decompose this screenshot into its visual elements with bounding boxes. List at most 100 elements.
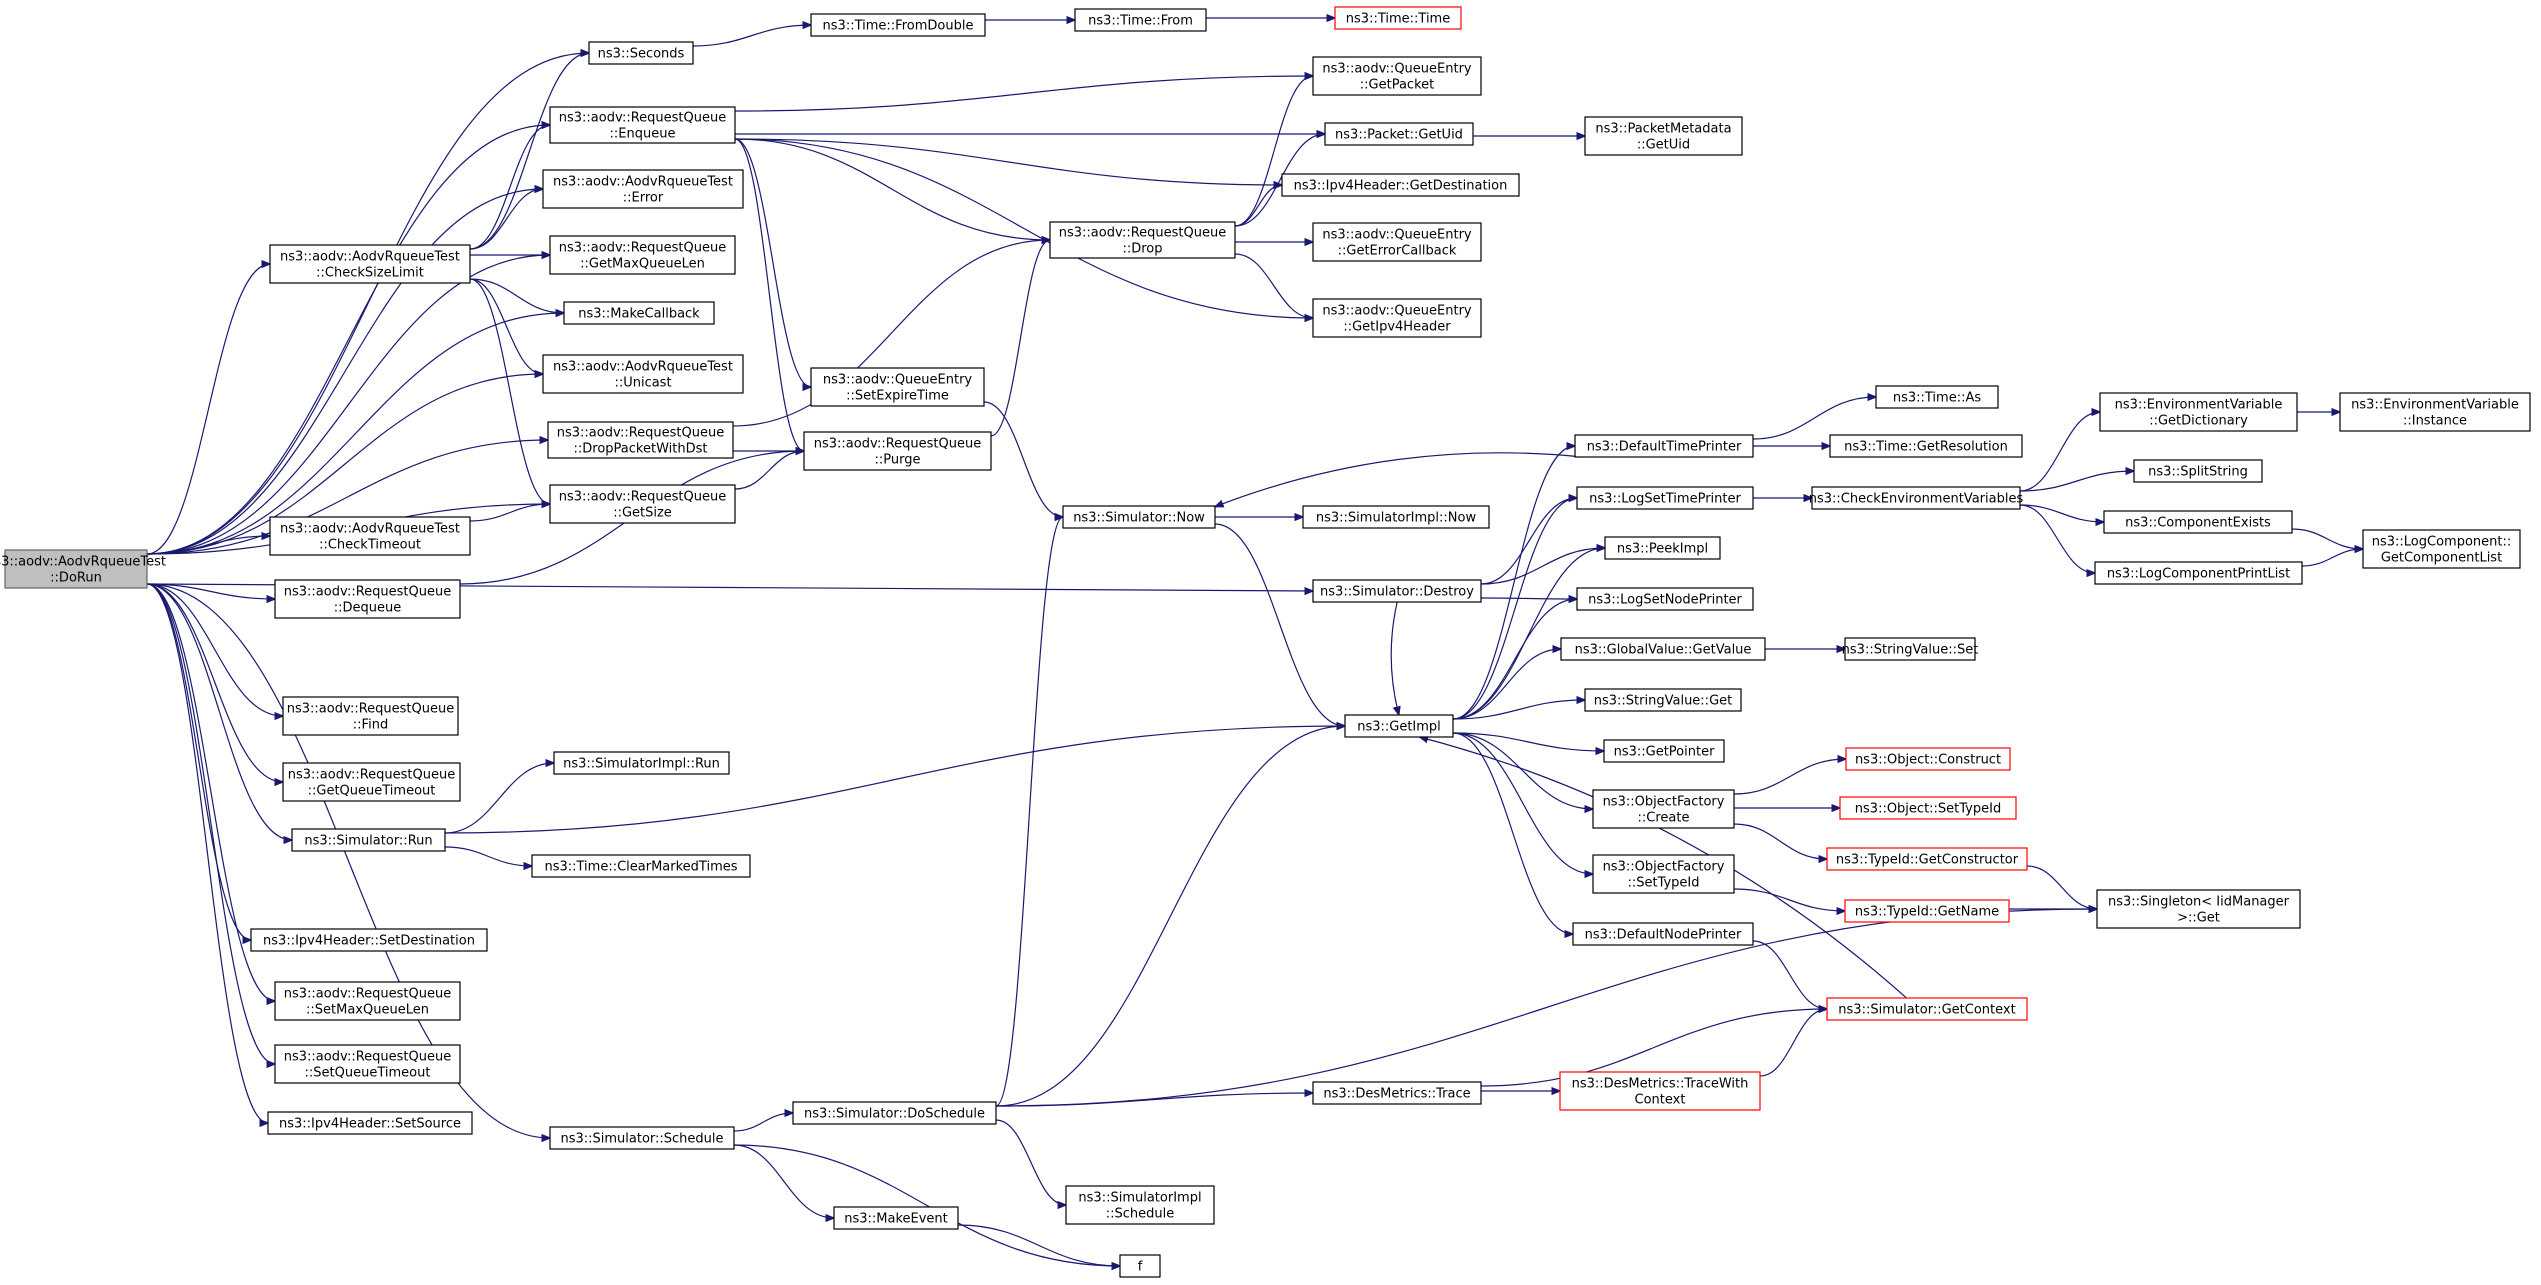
function-node-typeid_getname[interactable]: ns3::TypeId::GetName: [1844, 899, 2010, 923]
node-box: [549, 1126, 735, 1150]
node-label: ns3::LogSetNodePrinter: [1588, 593, 1742, 608]
function-node-desmetrics_trace[interactable]: ns3::DesMetrics::Trace: [1312, 1081, 1482, 1105]
node-label: GetComponentList: [2381, 551, 2502, 566]
function-node-timefrom[interactable]: ns3::Time::From: [1074, 8, 1207, 32]
function-node-logcomponentprintlist[interactable]: ns3::LogComponentPrintList: [2094, 561, 2303, 585]
node-box: [1312, 1081, 1482, 1105]
function-node-ipv4_setsource[interactable]: ns3::Ipv4Header::SetSource: [267, 1111, 473, 1135]
function-node-sim_doschedule[interactable]: ns3::Simulator::DoSchedule: [792, 1101, 997, 1125]
function-node-getmaxqueuelen[interactable]: ns3::aodv::RequestQueue::GetMaxQueueLen: [549, 235, 736, 275]
function-node-simimpl_schedule[interactable]: ns3::SimulatorImpl::Schedule: [1065, 1185, 1215, 1225]
call-edge-desmetrics_tracewith-to-sim_getcontext: [1759, 1009, 1827, 1077]
function-node-componentexists[interactable]: ns3::ComponentExists: [2103, 510, 2293, 534]
function-node-splitstring[interactable]: ns3::SplitString: [2133, 459, 2263, 483]
call-edge-qe_setexpire-to-sim_now: [983, 401, 1063, 517]
function-node-qe_getpacket[interactable]: ns3::aodv::QueueEntry::GetPacket: [1312, 56, 1482, 96]
function-node-checktimeout[interactable]: ns3::aodv::AodvRqueueTest::CheckTimeout: [269, 516, 471, 556]
function-node-gv_getvalue[interactable]: ns3::GlobalValue::GetValue: [1560, 637, 1766, 661]
call-edge-drop-to-qe_getpacket: [1234, 76, 1313, 227]
function-node-sim_getcontext[interactable]: ns3::Simulator::GetContext: [1826, 997, 2028, 1021]
function-node-fromdouble[interactable]: ns3::Time::FromDouble: [810, 13, 986, 37]
node-label: ::Create: [1638, 811, 1690, 826]
node-box: [1074, 8, 1207, 32]
function-node-sv_set[interactable]: ns3::StringValue::Set: [1842, 637, 1979, 661]
function-node-ev_getdict[interactable]: ns3::EnvironmentVariable::GetDictionary: [2099, 392, 2298, 432]
function-node-qe_geterrcb[interactable]: ns3::aodv::QueueEntry::GetErrorCallback: [1312, 222, 1482, 262]
node-label: ::GetQueueTimeout: [308, 784, 436, 799]
function-node-f[interactable]: f: [1119, 1254, 1161, 1278]
function-node-getpointer[interactable]: ns3::GetPointer: [1603, 739, 1725, 763]
function-node-timetime[interactable]: ns3::Time::Time: [1334, 6, 1462, 30]
function-node-sim_now[interactable]: ns3::Simulator::Now: [1062, 505, 1216, 529]
function-node-ipv4_getdest[interactable]: ns3::Ipv4Header::GetDestination: [1281, 173, 1520, 197]
node-box: [1302, 505, 1490, 529]
function-node-getsize[interactable]: ns3::aodv::RequestQueue::GetSize: [549, 484, 736, 524]
function-node-time_as[interactable]: ns3::Time::As: [1875, 385, 1999, 409]
node-label: ns3::aodv::RequestQueue: [287, 702, 454, 717]
function-node-getcomponentlist[interactable]: ns3::LogComponent::GetComponentList: [2362, 529, 2521, 569]
call-edge-drop-to-packet_getuid: [1234, 134, 1325, 227]
function-node-obj_construct[interactable]: ns3::Object::Construct: [1845, 747, 2011, 771]
function-node-typeid_getctor[interactable]: ns3::TypeId::GetConstructor: [1826, 847, 2028, 871]
node-box: [810, 13, 986, 37]
function-node-getqueuetimeout[interactable]: ns3::aodv::RequestQueue::GetQueueTimeout: [282, 762, 461, 802]
function-node-dequeue[interactable]: ns3::aodv::RequestQueue::Dequeue: [274, 579, 461, 619]
function-node-checkenv[interactable]: ns3::CheckEnvironmentVariables: [1809, 486, 2024, 510]
function-node-of_create[interactable]: ns3::ObjectFactory::Create: [1592, 789, 1735, 829]
node-label: ns3::aodv::AodvRqueueTest: [553, 175, 733, 190]
function-node-time_getres[interactable]: ns3::Time::GetResolution: [1829, 434, 2023, 458]
function-node-sim_run[interactable]: ns3::Simulator::Run: [291, 828, 446, 852]
function-node-sv_get[interactable]: ns3::StringValue::Get: [1584, 688, 1742, 712]
function-node-clearmarked[interactable]: ns3::Time::ClearMarkedTimes: [531, 854, 751, 878]
call-edge-getimpl-to-defaulttimeprinter: [1452, 446, 1575, 720]
function-node-pm_getuid[interactable]: ns3::PacketMetadata::GetUid: [1584, 116, 1743, 156]
function-node-ev_instance[interactable]: ns3::EnvironmentVariable::Instance: [2339, 392, 2531, 432]
call-edge-defaulttimeprinter-to-time_as: [1752, 397, 1876, 440]
node-box: [1811, 486, 2021, 510]
function-node-dorun[interactable]: ns3::aodv::AodvRqueueTest::DoRun: [0, 549, 166, 589]
function-node-setmaxqueuelen[interactable]: ns3::aodv::RequestQueue::SetMaxQueueLen: [274, 981, 461, 1021]
function-node-error[interactable]: ns3::aodv::AodvRqueueTest::Error: [542, 169, 744, 209]
function-node-qe_getipv4hdr[interactable]: ns3::aodv::QueueEntry::GetIpv4Header: [1312, 298, 1482, 338]
function-node-makecallback[interactable]: ns3::MakeCallback: [563, 301, 715, 325]
function-node-setqueuetimeout[interactable]: ns3::aodv::RequestQueue::SetQueueTimeout: [274, 1044, 461, 1084]
function-node-singleton_get[interactable]: ns3::Singleton< IidManager>::Get: [2096, 889, 2301, 929]
function-node-of_settypeid[interactable]: ns3::ObjectFactory::SetTypeId: [1592, 854, 1735, 894]
node-box: [1312, 222, 1482, 262]
function-node-droppacketwithdst[interactable]: ns3::aodv::RequestQueue::DropPacketWithD…: [547, 421, 734, 459]
function-node-logsetnodeprinter[interactable]: ns3::LogSetNodePrinter: [1576, 587, 1754, 611]
node-label: ns3::aodv::AodvRqueueTest: [280, 250, 460, 265]
function-node-unicast[interactable]: ns3::aodv::AodvRqueueTest::Unicast: [542, 354, 744, 394]
function-node-packet_getuid[interactable]: ns3::Packet::GetUid: [1324, 122, 1474, 146]
function-node-obj_settypeid[interactable]: ns3::Object::SetTypeId: [1839, 796, 2017, 820]
node-label: ns3::aodv::RequestQueue: [288, 768, 455, 783]
call-edge-purge-to-drop: [990, 240, 1050, 437]
call-edge-of_create-to-typeid_getctor: [1733, 823, 1827, 859]
function-node-ipv4_setdest[interactable]: ns3::Ipv4Header::SetDestination: [250, 928, 488, 952]
function-node-defaulttimeprinter[interactable]: ns3::DefaultTimePrinter: [1574, 434, 1754, 458]
function-node-getimpl[interactable]: ns3::GetImpl: [1344, 714, 1454, 738]
call-edge-sim_run-to-simimpl_run: [444, 763, 554, 834]
function-node-find[interactable]: ns3::aodv::RequestQueue::Find: [282, 696, 459, 736]
function-node-simimpl_run[interactable]: ns3::SimulatorImpl::Run: [553, 751, 730, 775]
function-node-defaultnodeprinter[interactable]: ns3::DefaultNodePrinter: [1572, 922, 1754, 946]
node-label: ns3::PeekImpl: [1617, 542, 1708, 557]
node-box: [1065, 1185, 1215, 1225]
function-node-sim_destroy[interactable]: ns3::Simulator::Destroy: [1312, 579, 1482, 603]
function-node-makeevent[interactable]: ns3::MakeEvent: [833, 1206, 959, 1230]
function-node-seconds[interactable]: ns3::Seconds: [588, 41, 694, 65]
node-label: ns3::GetPointer: [1614, 745, 1715, 760]
function-node-sim_schedule[interactable]: ns3::Simulator::Schedule: [549, 1126, 735, 1150]
function-node-drop[interactable]: ns3::aodv::RequestQueue::Drop: [1049, 221, 1236, 259]
node-label: ns3::Simulator::Run: [304, 834, 432, 849]
node-label: >::Get: [2177, 911, 2220, 926]
call-edge-dorun-to-seconds: [146, 53, 589, 555]
function-node-purge[interactable]: ns3::aodv::RequestQueue::Purge: [803, 431, 992, 471]
function-node-checksizelimit[interactable]: ns3::aodv::AodvRqueueTest::CheckSizeLimi…: [269, 244, 471, 284]
function-node-enqueue[interactable]: ns3::aodv::RequestQueue::Enqueue: [549, 106, 736, 144]
function-node-qe_setexpire[interactable]: ns3::aodv::QueueEntry::SetExpireTime: [810, 367, 985, 407]
function-node-simimpl_now[interactable]: ns3::SimulatorImpl::Now: [1302, 505, 1490, 529]
function-node-peekimpl[interactable]: ns3::PeekImpl: [1604, 536, 1721, 560]
function-node-logsettimeprinter[interactable]: ns3::LogSetTimePrinter: [1576, 486, 1754, 510]
